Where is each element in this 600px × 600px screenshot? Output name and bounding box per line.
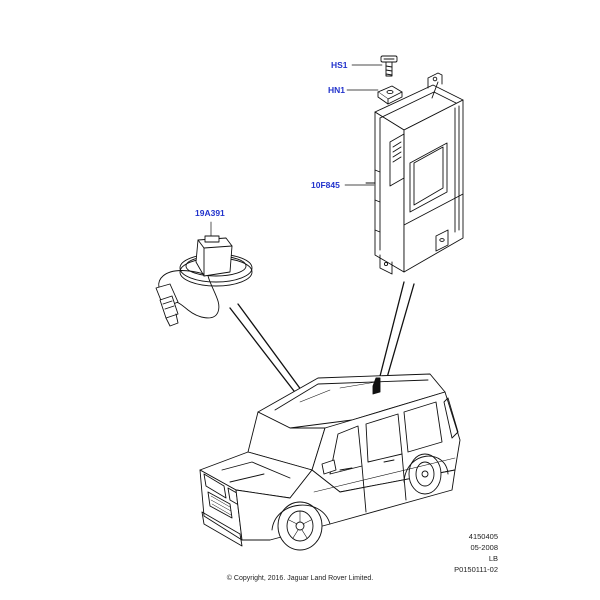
reference-market: LB — [488, 554, 498, 563]
control-module-10f845 — [365, 72, 464, 275]
leader-lines — [210, 64, 383, 237]
callout-10f845[interactable]: 10F845 — [311, 180, 340, 190]
screw-hs1 — [380, 55, 398, 77]
copyright-notice: © Copyright, 2016. Jaguar Land Rover Lim… — [226, 575, 374, 582]
callout-hs1[interactable]: HS1 — [331, 60, 348, 70]
callout-hn1[interactable]: HN1 — [328, 85, 346, 95]
indicator-lines — [229, 281, 415, 405]
reference-date: 05-2008 — [470, 543, 498, 552]
antenna-19a391 — [155, 235, 253, 327]
illustration-code: P0150111-02 — [454, 565, 498, 574]
callout-19a391[interactable]: 19A391 — [195, 208, 225, 218]
vehicle-illustration — [199, 373, 461, 551]
reference-number: 4150405 — [468, 532, 498, 541]
nut-clip-hn1 — [377, 85, 403, 105]
